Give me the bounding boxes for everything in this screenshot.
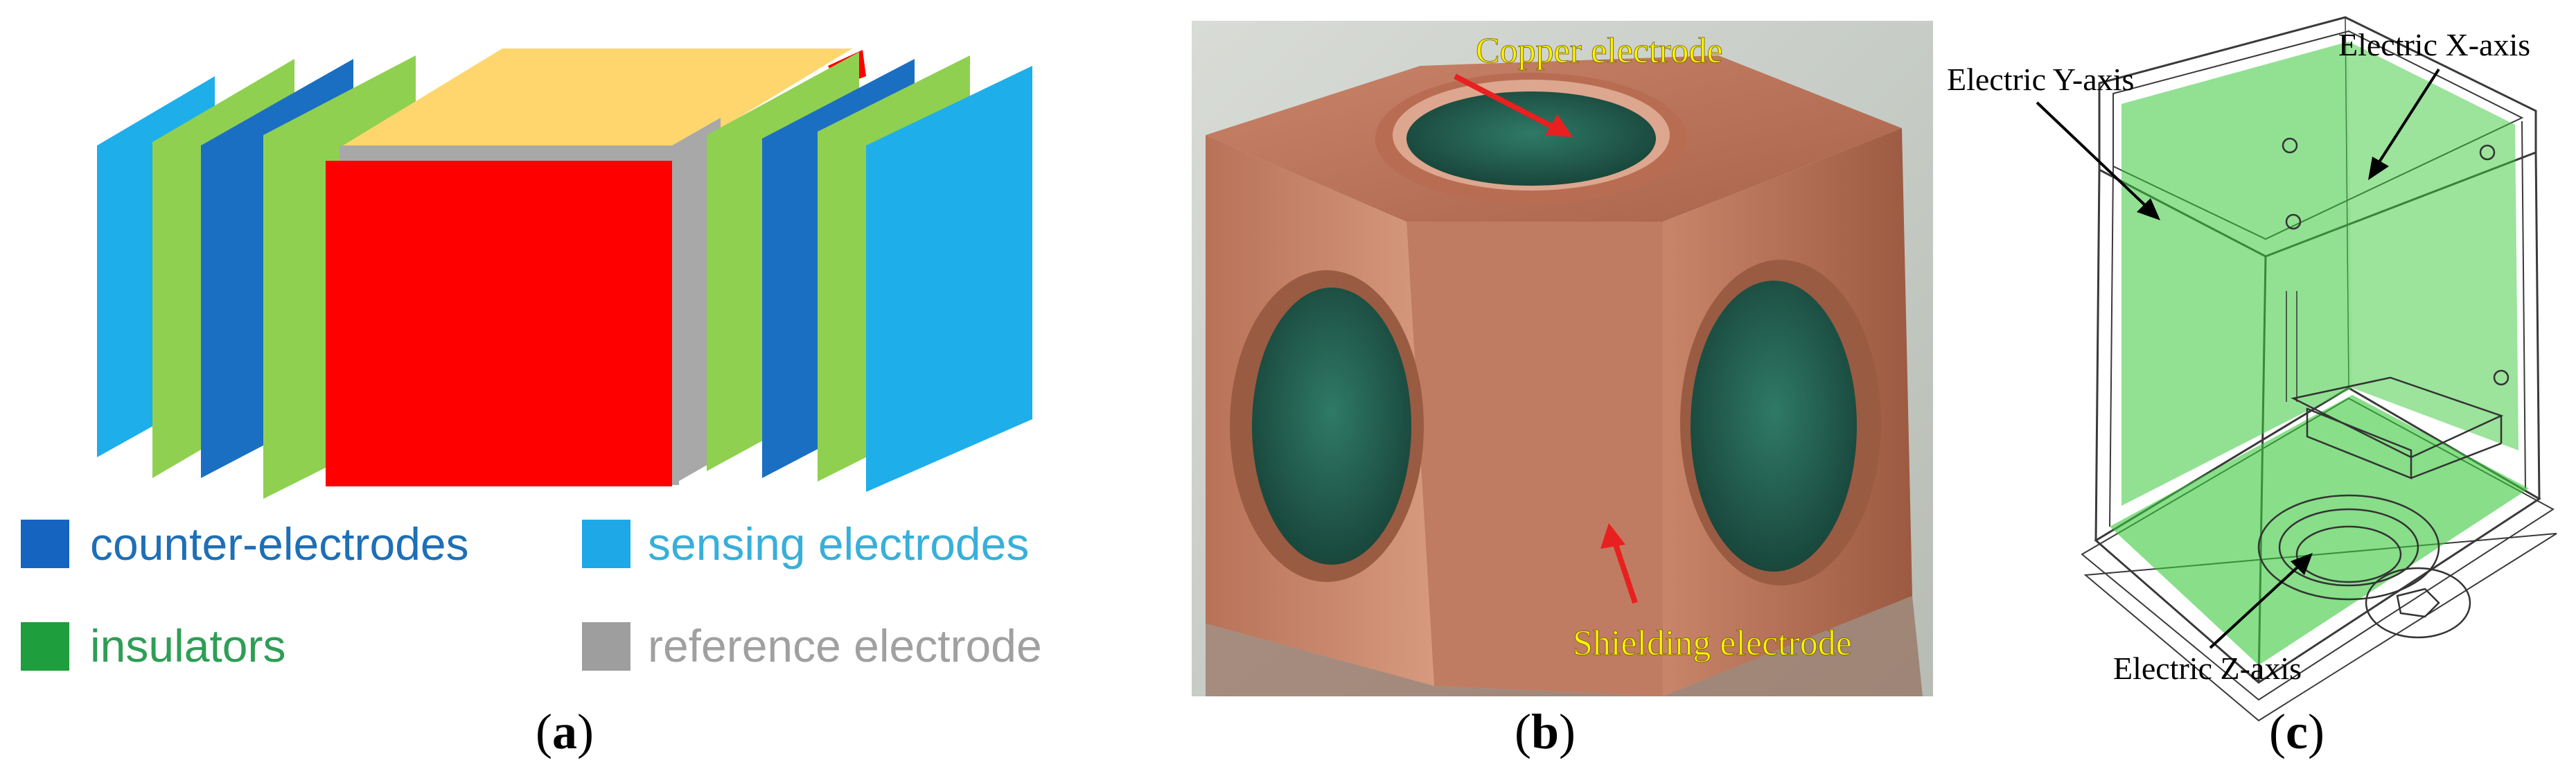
electrode-plates: [2110, 42, 2529, 665]
electric-z-axis-arrow: [2209, 553, 2313, 649]
left-window-glass: [1252, 288, 1411, 565]
electric-z-plate: [2110, 395, 2529, 665]
top-window-glass: [1406, 91, 1656, 186]
electric-z-axis-label: Electric Z-axis: [2113, 651, 2302, 686]
legend-label-sensing: sensing electrodes: [648, 518, 1029, 570]
panel-b: Copper electrode Shielding electrode (b): [1192, 21, 1933, 759]
electric-x-axis-arrow: [2368, 68, 2440, 180]
electric-y-axis-label: Electric Y-axis: [1947, 62, 2134, 97]
panel-label-a: (a): [536, 704, 594, 759]
cube-bottom-shadow: [1206, 596, 1923, 696]
electric-y-axis-arrow: [2036, 101, 2160, 220]
electric-y-plate: [2121, 42, 2352, 506]
panel-label-b: (b): [1515, 704, 1576, 759]
copper-electrode-arrow: [1454, 73, 1573, 137]
legend-label-insulator: insulators: [90, 620, 285, 671]
copper-cube: [1206, 55, 1923, 696]
legend-swatch-counter: [21, 520, 69, 568]
cube-top-face: [343, 49, 852, 146]
legend-swatch-sensing: [582, 520, 630, 568]
copper-electrode-label: Copper electrode: [1476, 31, 1723, 71]
right-window-glass: [1691, 281, 1857, 572]
panel-c: Electric Y-axis Electric X-axis Electric…: [1947, 16, 2557, 759]
panel-label-c: (c): [2269, 704, 2324, 759]
cube-front-face: [1406, 222, 1663, 696]
shielding-electrode-label: Shielding electrode: [1573, 624, 1852, 663]
legend-swatch-insulator: [21, 622, 69, 671]
legend: counter-electrodes sensing electrodes in…: [21, 518, 1042, 671]
electric-x-axis-label: Electric X-axis: [2338, 27, 2530, 62]
internal-hardware: [2257, 137, 2509, 639]
front-red-face: [326, 161, 672, 486]
legend-label-counter: counter-electrodes: [90, 518, 469, 570]
shielding-electrode-arrow: [1600, 523, 1638, 604]
legend-label-reference: reference electrode: [648, 620, 1042, 671]
electrode-stack: [97, 49, 1032, 499]
sensing-electrode-right: [866, 66, 1032, 492]
legend-swatch-reference: [582, 622, 630, 671]
panel-a: counter-electrodes sensing electrodes in…: [21, 49, 1042, 759]
